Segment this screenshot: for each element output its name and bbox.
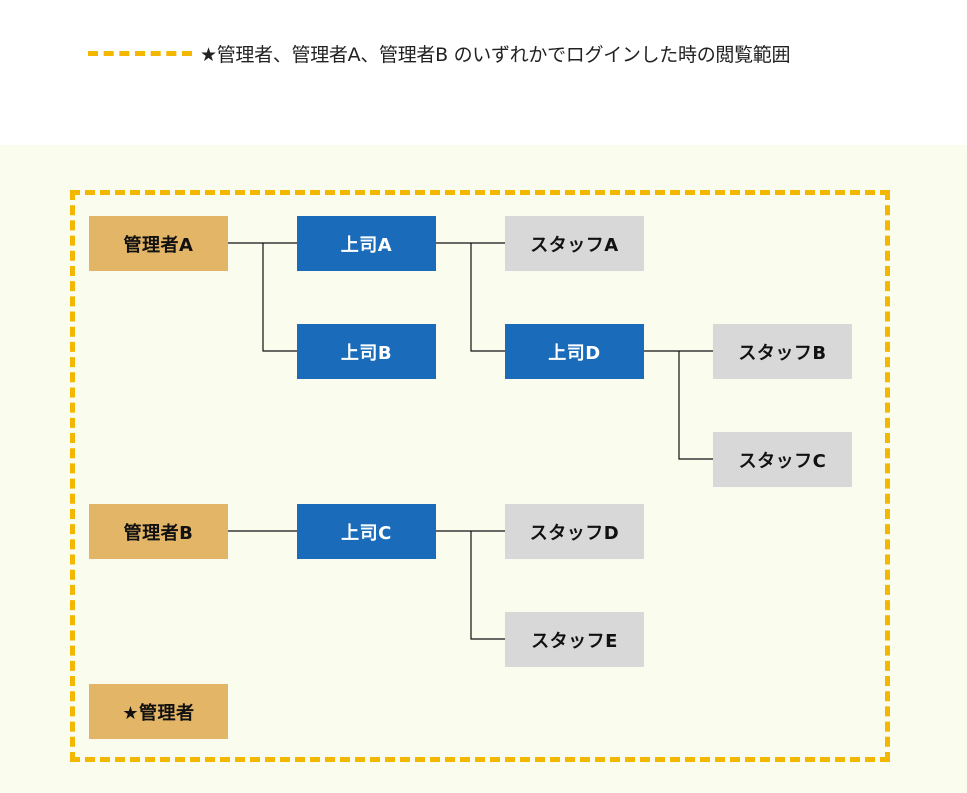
node-staff-e[interactable]: スタッフE	[505, 612, 644, 667]
legend: ★管理者、管理者A、管理者B のいずれかでログインした時の閲覧範囲	[88, 36, 948, 70]
edge-manager-a-boss-b	[262, 243, 297, 352]
node-boss-c[interactable]: 上司C	[297, 504, 436, 559]
node-staff-a[interactable]: スタッフA	[505, 216, 644, 271]
node-boss-a[interactable]: 上司A	[297, 216, 436, 271]
node-manager-b[interactable]: 管理者B	[89, 504, 228, 559]
node-boss-d[interactable]: 上司D	[505, 324, 644, 379]
edge-boss-c-staff-e	[470, 531, 505, 640]
viewing-scope-border	[70, 190, 890, 762]
edge-boss-d-staff-c	[678, 351, 713, 460]
legend-text: ★管理者、管理者A、管理者B のいずれかでログインした時の閲覧範囲	[200, 44, 791, 66]
node-manager-a[interactable]: 管理者A	[89, 216, 228, 271]
node-staff-c[interactable]: スタッフC	[713, 432, 852, 487]
node-boss-b[interactable]: 上司B	[297, 324, 436, 379]
edge-boss-a-boss-d	[470, 243, 505, 352]
node-staff-d[interactable]: スタッフD	[505, 504, 644, 559]
node-star-manager[interactable]: ★管理者	[89, 684, 228, 739]
legend-dashed-line	[88, 51, 192, 56]
node-staff-b[interactable]: スタッフB	[713, 324, 852, 379]
